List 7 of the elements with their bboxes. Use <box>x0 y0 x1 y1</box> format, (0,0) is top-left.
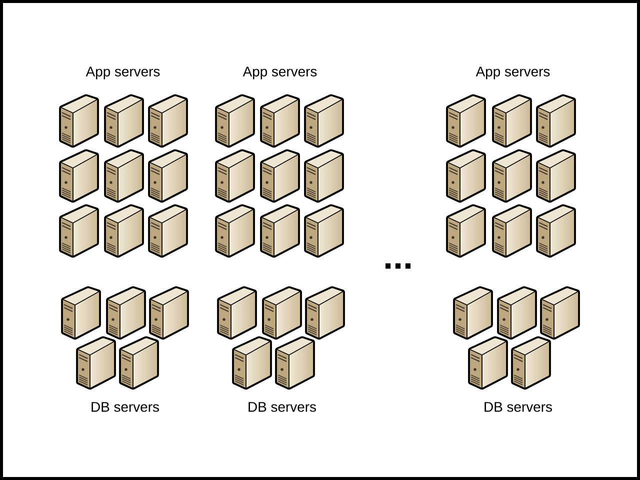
ellipsis: ... <box>386 263 410 269</box>
group-label: App servers <box>242 66 317 80</box>
group-label: App servers <box>476 66 550 80</box>
group-label: App servers <box>86 66 160 80</box>
group-label: DB servers <box>248 402 316 412</box>
group-label: DB servers <box>92 402 159 412</box>
group-label: DB servers <box>484 402 552 412</box>
